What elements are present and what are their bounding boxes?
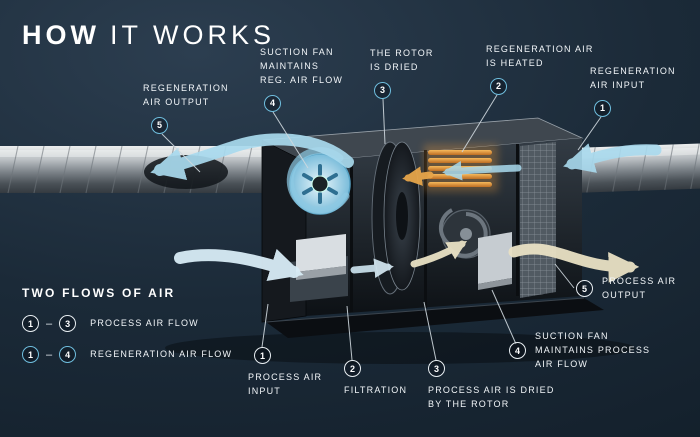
badge-suction-regen: 4	[264, 94, 281, 112]
filter-box	[296, 234, 346, 272]
badge-regen-input: 1	[594, 99, 611, 117]
leader-lines	[161, 94, 602, 361]
machine-base	[266, 298, 604, 338]
badge-regen-heated: 2	[490, 77, 507, 95]
callout-label: FILTRATION	[344, 385, 408, 395]
legend-label-process: PROCESS AIR FLOW	[90, 317, 199, 328]
callout-label: PROCESS AIR IS DRIED BY THE ROTOR	[428, 385, 555, 409]
callout-suction-fan-regen: SUCTION FAN MAINTAINS REG. AIR FLOW 4	[260, 46, 343, 112]
badge-process-dried: 3	[428, 360, 445, 377]
legend-dash: –	[46, 317, 53, 330]
callout-filtration: 2 FILTRATION	[344, 360, 407, 398]
badge-process-input: 1	[254, 347, 271, 364]
page-title: HOW IT WORKS	[22, 20, 275, 51]
badge-rotor-dried: 3	[374, 81, 391, 99]
legend-row-regeneration: 1 – 4 REGENERATION AIR FLOW	[22, 346, 232, 363]
legend-badge-1-process: 1	[22, 315, 39, 332]
badge-regen-output: 5	[151, 116, 168, 134]
process-flow-arrows	[174, 240, 640, 283]
callout-suction-fan-process: 4 SUCTION FAN MAINTAINS PROCESS AIR FLOW	[509, 330, 650, 372]
callout-label: PROCESS AIR INPUT	[248, 372, 323, 396]
callout-label: REGENERATION AIR IS HEATED	[486, 44, 594, 68]
legend-badge-3-process: 3	[59, 315, 77, 332]
callout-label: THE ROTOR IS DRIED	[370, 48, 434, 72]
legend-label-regeneration: REGENERATION AIR FLOW	[90, 348, 233, 359]
legend-title: TWO FLOWS OF AIR	[22, 286, 176, 300]
callout-regen-air-input: REGENERATION AIR INPUT 1	[590, 65, 676, 117]
callout-label: REGENERATION AIR OUTPUT	[143, 83, 229, 107]
regen-flow-arrows	[150, 133, 662, 215]
mesh-panel	[520, 142, 556, 298]
callout-process-air-input: 1 PROCESS AIR INPUT	[248, 347, 322, 399]
legend-badge-4-regen: 4	[59, 346, 77, 363]
white-housing	[478, 232, 512, 284]
badge-suction-process: 4	[509, 342, 526, 360]
legend-dash: –	[46, 348, 53, 361]
legend-badge-1-regen: 1	[22, 346, 39, 363]
callout-regen-air-output: REGENERATION AIR OUTPUT 5	[143, 82, 229, 134]
legend-row-process: 1 – 3 PROCESS AIR FLOW	[22, 315, 232, 332]
callout-rotor-dried: THE ROTOR IS DRIED 3	[370, 47, 434, 99]
badge-filtration: 2	[344, 360, 361, 377]
callout-process-air-output: 5 PROCESS AIR OUTPUT	[576, 275, 676, 303]
callout-label: REGENERATION AIR INPUT	[590, 66, 676, 90]
callout-label: SUCTION FAN MAINTAINS PROCESS AIR FLOW	[535, 331, 651, 369]
badge-process-output: 5	[576, 280, 593, 298]
title-light: IT WORKS	[109, 20, 275, 50]
title-bold: HOW	[22, 20, 100, 50]
callout-label: SUCTION FAN MAINTAINS REG. AIR FLOW	[260, 47, 344, 85]
callout-process-air-dried: 3 PROCESS AIR IS DRIED BY THE ROTOR	[428, 360, 555, 412]
legend: TWO FLOWS OF AIR 1 – 3 PROCESS AIR FLOW …	[22, 286, 232, 377]
callout-regen-air-heated: REGENERATION AIR IS HEATED 2	[486, 43, 594, 95]
callout-label: PROCESS AIR OUTPUT	[602, 276, 677, 300]
